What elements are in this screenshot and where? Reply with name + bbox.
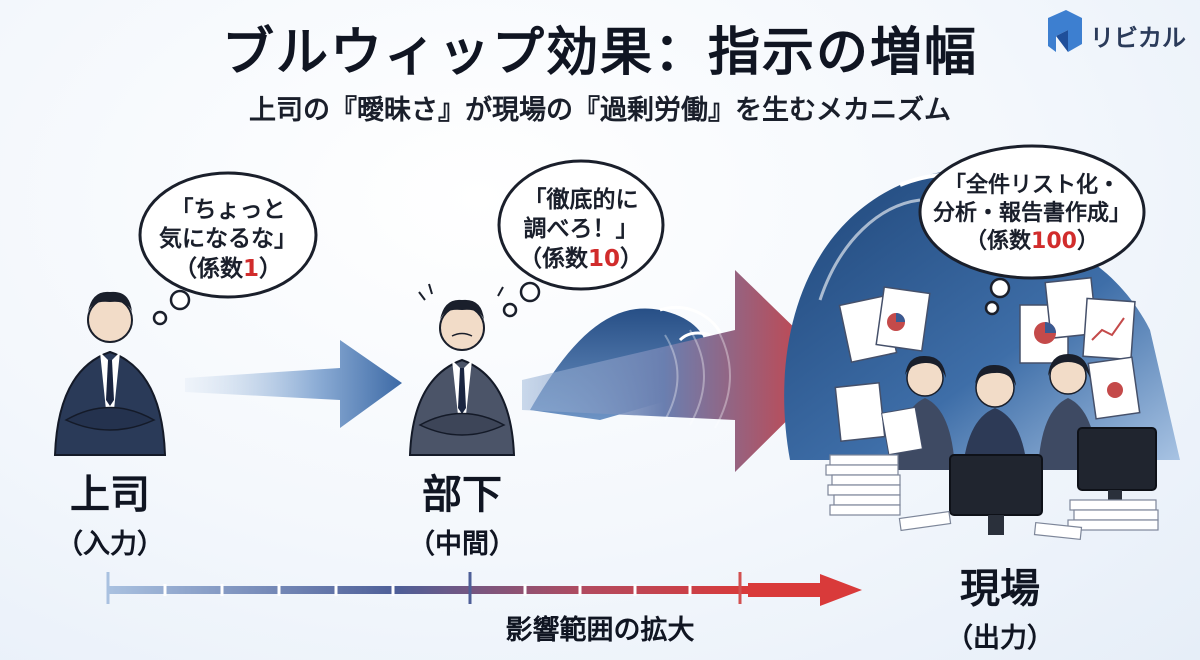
speech-bubble-subordinate: 「徹底的に 調べろ！」 （係数10） [499,186,663,274]
coef-prefix: （係数 [518,245,588,272]
speech-bubble-boss: 「ちょっと 気になるな」 （係数1） [140,196,316,284]
coef-suffix: ） [259,255,282,282]
subordinate-figure-icon [408,283,516,456]
coef-value: 10 [587,245,620,272]
coef-prefix: （係数 [173,255,243,282]
bubble-shape-1 [138,171,318,326]
role-label-subordinate: 部下 （中間） [392,462,532,561]
page-title: ブルウィップ効果：指示の増幅 [221,23,978,83]
role-sub: （入力） [56,529,164,560]
bubble-line: 「全件リスト化・ [943,173,1120,198]
role-sub: （中間） [408,529,516,560]
coef-suffix: ） [1076,229,1099,255]
field-workers-illustration [825,276,1159,541]
speech-bubble-field: 「全件リスト化・ 分析・報告書作成」 （係数100） [920,172,1144,256]
coef-prefix: （係数 [965,229,1032,255]
bubble-line: 調べろ！」 [523,216,639,243]
bubble-shape-3 [918,144,1146,316]
coef-suffix: ） [620,245,643,272]
arrow-ripples [664,324,731,429]
bubble-line: 気になるな」 [159,226,297,253]
flow-arrow-2 [522,270,838,472]
axis-label: 影響範囲の拡大 [505,615,695,646]
flow-arrow-1 [185,340,402,428]
page-subtitle: 上司の『曖昧さ』が現場の『過剰労働』を生むメカニズム [249,95,951,126]
logo-icon [1048,10,1082,52]
bubble-line: 「徹底的に [523,187,639,213]
logo-text: リビカル [1090,24,1186,52]
role-label-field: 現場 （出力） [930,556,1070,655]
role-name: 現場 [960,566,1040,612]
bubble-shape-2 [497,159,665,318]
bubble-line: 分析・報告書作成」 [932,201,1131,227]
bubble-line: 「ちょっと [170,197,286,223]
role-sub: （出力） [946,623,1054,654]
role-name: 上司 [70,472,150,518]
role-name: 部下 [422,472,502,518]
impact-axis [106,572,862,606]
coef-value: 1 [242,255,259,282]
boss-figure-icon [53,291,167,456]
coef-value: 100 [1031,229,1077,255]
role-label-boss: 上司 （入力） [40,462,180,561]
